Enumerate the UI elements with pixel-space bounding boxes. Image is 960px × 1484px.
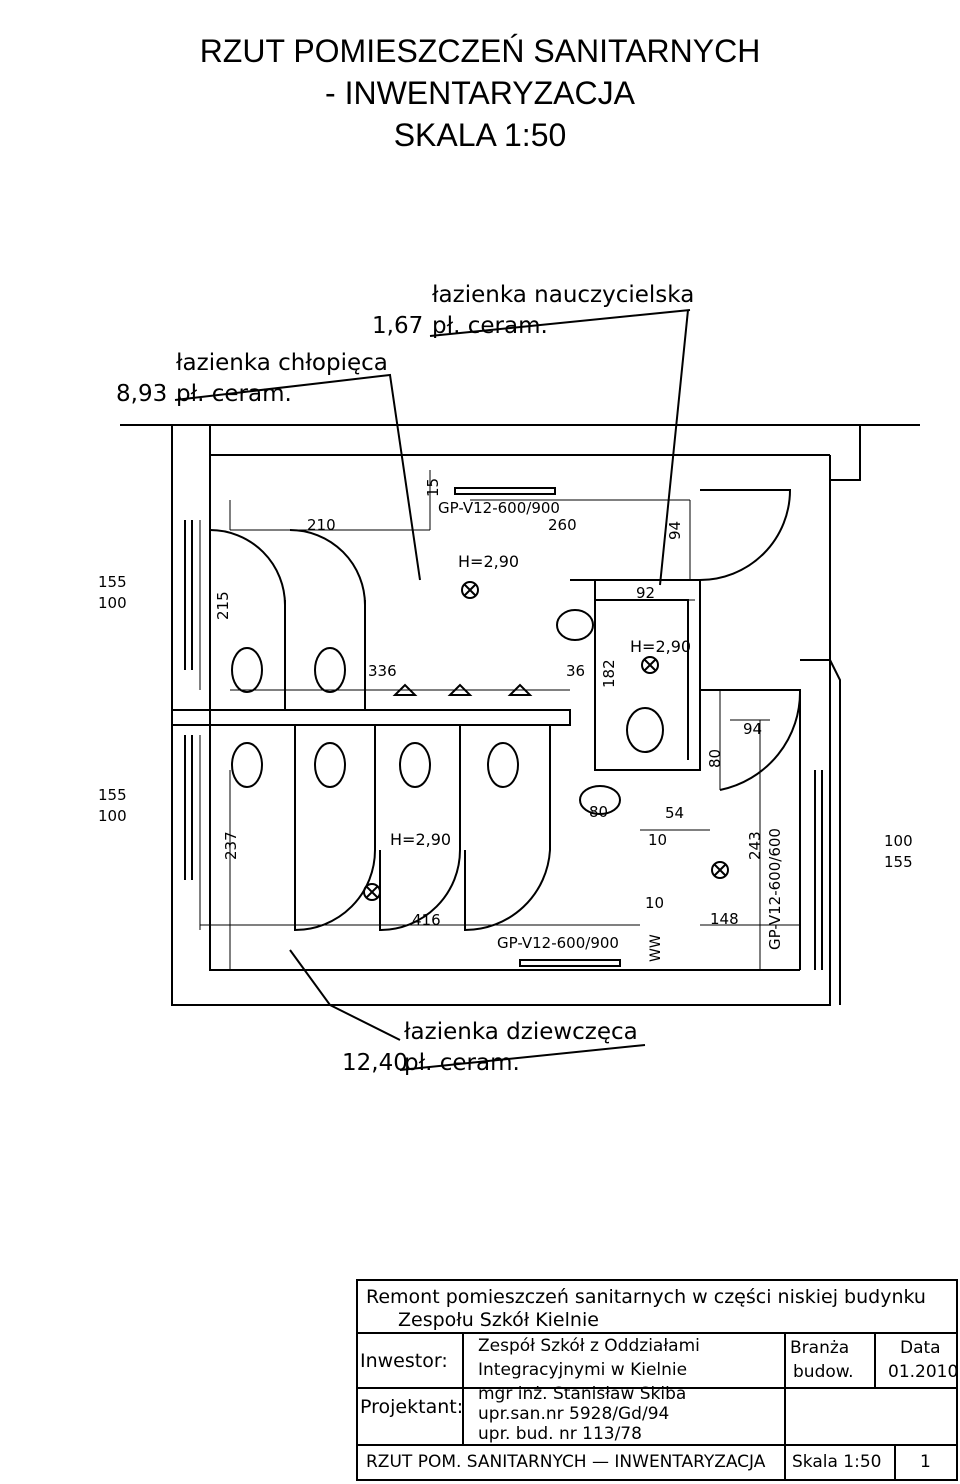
window-height-top-155: 155 xyxy=(98,573,127,591)
room-area-teacher: 1,67 xyxy=(372,313,423,339)
dim-36: 36 xyxy=(566,662,585,680)
dim-10-lower: 10 xyxy=(645,894,664,912)
title-block-frame xyxy=(356,1279,958,1481)
wall-right-outer xyxy=(800,425,861,1005)
dim-15: 15 xyxy=(424,478,442,497)
radiator-top xyxy=(454,487,556,495)
designer-line-2: upr.san.nr 5928/Gd/94 xyxy=(478,1404,670,1424)
room-finish-boys: pł. ceram. xyxy=(176,381,292,407)
room-area-girls: 12,40 xyxy=(342,1050,408,1076)
sink-teacher xyxy=(556,609,594,641)
sink-girls xyxy=(579,785,621,815)
dim-80: 80 xyxy=(589,803,608,821)
height-label-b: H=2,90 xyxy=(630,637,691,656)
room-area-boys: 8,93 xyxy=(116,381,167,407)
cubicle-partitions-girls xyxy=(294,725,551,850)
door-swing-teacher xyxy=(699,489,792,581)
date-label: Data xyxy=(900,1338,941,1358)
drawing-name: RZUT POM. SANITARNYCH — INWENTARYZACJA xyxy=(366,1452,766,1472)
toilet-girls-1 xyxy=(231,742,263,788)
dim-94-top: 94 xyxy=(666,521,684,540)
toilet-boys-1 xyxy=(231,647,263,693)
door-swing-corridor xyxy=(700,689,802,791)
door-swing-girls-1 xyxy=(294,849,376,932)
dim-148: 148 xyxy=(710,910,739,928)
window-left-bottom xyxy=(184,735,193,880)
window-height-right-100: 100 xyxy=(884,832,913,850)
designer-line-1: mgr inż. Stanisław Skiba xyxy=(478,1384,687,1404)
dim-243: 243 xyxy=(746,831,764,860)
radiator-label-bottom: GP-V12-600/900 xyxy=(497,934,619,952)
height-label-a: H=2,90 xyxy=(458,552,519,571)
dim-94-right: 94 xyxy=(743,720,762,738)
dim-336: 336 xyxy=(368,662,397,680)
window-height-top-100: 100 xyxy=(98,594,127,612)
dim-182: 182 xyxy=(600,659,618,688)
room-name-girls: łazienka dziewczęca xyxy=(404,1019,638,1045)
dim-210: 210 xyxy=(307,516,336,534)
dim-237: 237 xyxy=(222,831,240,860)
toilet-boys-2 xyxy=(314,647,346,693)
room-name-teacher: łazienka nauczycielska xyxy=(432,282,694,308)
window-left-top xyxy=(184,520,193,670)
investor-line-1: Zespół Szkół z Oddziałami xyxy=(478,1336,700,1356)
leader-boys xyxy=(174,373,421,581)
dim-215: 215 xyxy=(214,591,232,620)
branch-value: budow. xyxy=(793,1362,854,1382)
drawing-title-line-1: RZUT POMIESZCZEŃ SANITARNYCH xyxy=(199,33,761,69)
investor-label: Inwestor: xyxy=(360,1350,448,1372)
dim-54: 54 xyxy=(665,804,684,822)
designer-line-3: upr. bud. nr 113/78 xyxy=(478,1424,642,1444)
height-label-c: H=2,90 xyxy=(390,830,451,849)
cubicle-partitions-boys xyxy=(284,600,366,710)
wall-teacher xyxy=(570,579,701,771)
drawing-title-line-2: - INWENTARYZACJA xyxy=(325,75,635,111)
room-finish-girls: pł. ceram. xyxy=(404,1050,520,1076)
branch-label: Branża xyxy=(790,1338,850,1358)
dim-80-vertical: 80 xyxy=(706,749,724,768)
window-height-right-155: 155 xyxy=(884,853,913,871)
dimension-lines xyxy=(199,470,800,970)
dim-92: 92 xyxy=(636,584,655,602)
door-swing-girls-3 xyxy=(464,849,551,932)
toilet-girls-2 xyxy=(314,742,346,788)
room-finish-teacher: pł. ceram. xyxy=(432,313,548,339)
drawing-scale-title: SKALA 1:50 xyxy=(393,117,567,153)
room-name-boys: łazienka chłopięca xyxy=(176,350,388,376)
drawing-scale: Skala 1:50 xyxy=(792,1452,882,1472)
title-block-project-2: Zespołu Szkół Kielnie xyxy=(398,1309,599,1331)
ww-label: WW xyxy=(648,934,664,962)
designer-label: Projektant: xyxy=(360,1396,464,1418)
radiator-bottom xyxy=(519,959,621,967)
toilet-teacher xyxy=(626,707,664,753)
door-swing-girls-2 xyxy=(379,849,461,932)
dim-260: 260 xyxy=(548,516,577,534)
radiator-label-right: GP-V12-600/600 xyxy=(766,828,784,950)
window-height-mid-100: 100 xyxy=(98,807,127,825)
leader-girls xyxy=(289,949,646,1071)
window-height-mid-155: 155 xyxy=(98,786,127,804)
door-swing-boys-2 xyxy=(289,529,366,606)
title-block-project: Remont pomieszczeń sanitarnych w części … xyxy=(366,1286,926,1308)
radiator-label-top: GP-V12-600/900 xyxy=(438,499,560,517)
window-right xyxy=(814,770,823,970)
leader-teacher xyxy=(429,309,691,586)
sheet-number: 1 xyxy=(920,1452,931,1472)
date-value: 01.2010 xyxy=(888,1362,959,1382)
investor-line-2: Integracyjnymi w Kielnie xyxy=(478,1360,688,1380)
vent-icons xyxy=(363,581,729,901)
toilet-girls-4 xyxy=(487,742,519,788)
wall-left-inner xyxy=(209,455,800,971)
door-swing-boys-1 xyxy=(209,529,286,606)
toilet-girls-3 xyxy=(399,742,431,788)
dim-10-upper: 10 xyxy=(648,831,667,849)
dim-416: 416 xyxy=(412,911,441,929)
wall-middle xyxy=(171,709,571,726)
